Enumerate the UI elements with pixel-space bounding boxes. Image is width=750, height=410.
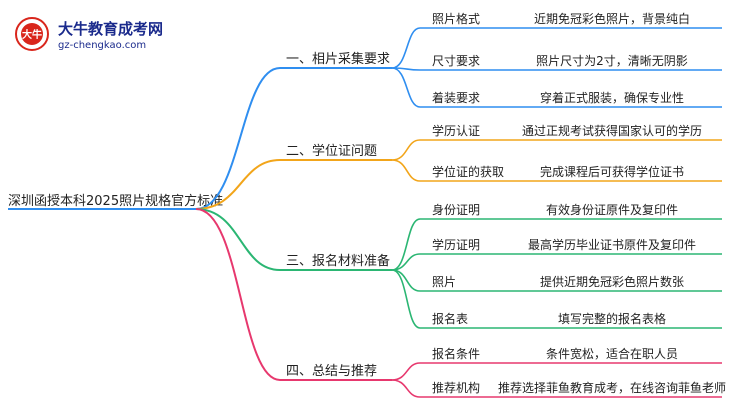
leaf-label: 报名条件 bbox=[432, 346, 480, 361]
leaf-connector bbox=[391, 139, 421, 161]
branch-label: 四、总结与推荐 bbox=[286, 364, 377, 379]
leaf-label: 推荐机构 bbox=[432, 380, 480, 395]
leaf-label: 身份证明 bbox=[432, 202, 480, 217]
logo-url: gz-chengkao.com bbox=[58, 40, 146, 51]
leaf-node: 学位证的获取 完成课程后可获得学位证书 bbox=[391, 159, 722, 182]
logo-name: 大牛教育成考网 bbox=[58, 20, 163, 38]
leaf-connector bbox=[391, 253, 421, 271]
branch-label: 二、学位证问题 bbox=[286, 143, 377, 159]
leaf-detail: 最高学历毕业证书原件及复印件 bbox=[528, 237, 696, 252]
leaf-connector bbox=[391, 67, 421, 108]
logo-badge-core bbox=[21, 23, 43, 45]
leaf-detail: 穿着正式服装，确保专业性 bbox=[540, 90, 684, 105]
leaf-label: 尺寸要求 bbox=[432, 54, 480, 68]
leaf-detail: 推荐选择菲鱼教育成考，在线咨询菲鱼老师 bbox=[498, 380, 726, 395]
leaf-node: 学历证明 最高学历毕业证书原件及复印件 bbox=[391, 237, 722, 271]
branch-connector bbox=[195, 67, 281, 210]
branch-label: 三、报名材料准备 bbox=[286, 253, 390, 269]
leaf-label: 照片格式 bbox=[432, 11, 480, 26]
branch-connector bbox=[195, 208, 281, 381]
leaf-detail: 提供近期免冠彩色照片数张 bbox=[540, 274, 684, 289]
leaf-label: 照片 bbox=[432, 275, 456, 289]
leaf-connector bbox=[391, 159, 421, 182]
leaf-label: 着装要求 bbox=[432, 90, 480, 105]
leaf-detail: 近期免冠彩色照片，背景纯白 bbox=[534, 11, 690, 26]
leaf-node: 照片 提供近期免冠彩色照片数张 bbox=[391, 269, 722, 292]
root-label: 深圳函授本科2025照片规格官方标准 bbox=[8, 193, 223, 209]
leaf-node: 推荐机构 推荐选择菲鱼教育成考，在线咨询菲鱼老师 bbox=[391, 379, 726, 398]
leaf-connector bbox=[391, 218, 421, 271]
leaf-connector bbox=[391, 269, 421, 329]
root-node: 深圳函授本科2025照片规格官方标准 bbox=[8, 193, 223, 210]
leaf-detail: 有效身份证原件及复印件 bbox=[546, 202, 678, 217]
branch-connector bbox=[195, 208, 281, 271]
leaf-connector bbox=[391, 269, 421, 292]
leaf-node: 尺寸要求 照片尺寸为2寸，清晰无阴影 bbox=[391, 54, 722, 71]
leaf-label: 学历证明 bbox=[432, 237, 480, 252]
leaf-node: 身份证明 有效身份证原件及复印件 bbox=[391, 202, 722, 271]
leaf-node: 学历认证 通过正规考试获得国家认可的学历 bbox=[391, 123, 722, 161]
leaf-connector bbox=[391, 27, 421, 69]
leaf-node: 报名条件 条件宽松，适合在职人员 bbox=[391, 346, 722, 381]
leaf-detail: 条件宽松，适合在职人员 bbox=[546, 346, 678, 361]
leaf-detail: 完成课程后可获得学位证书 bbox=[540, 164, 684, 179]
leaf-detail: 通过正规考试获得国家认可的学历 bbox=[522, 123, 702, 138]
leaf-node: 着装要求 穿着正式服装，确保专业性 bbox=[391, 67, 722, 108]
logo-badge-text: 大牛 bbox=[22, 28, 42, 41]
branch-connector bbox=[195, 159, 281, 210]
leaf-detail: 填写完整的报名表格 bbox=[558, 311, 666, 326]
leaf-detail: 照片尺寸为2寸，清晰无阴影 bbox=[536, 54, 688, 68]
leaf-connector bbox=[391, 362, 421, 381]
leaf-connector bbox=[391, 379, 421, 398]
leaf-node: 报名表 填写完整的报名表格 bbox=[391, 269, 722, 329]
branch-label: 一、相片采集要求 bbox=[286, 51, 390, 67]
logo: 大牛 大牛教育成考网 gz-chengkao.com bbox=[15, 17, 163, 51]
leaf-node: 照片格式 近期免冠彩色照片，背景纯白 bbox=[391, 11, 722, 69]
leaf-label: 学历认证 bbox=[432, 123, 480, 138]
leaf-label: 报名表 bbox=[432, 311, 468, 326]
leaf-label: 学位证的获取 bbox=[432, 164, 504, 179]
